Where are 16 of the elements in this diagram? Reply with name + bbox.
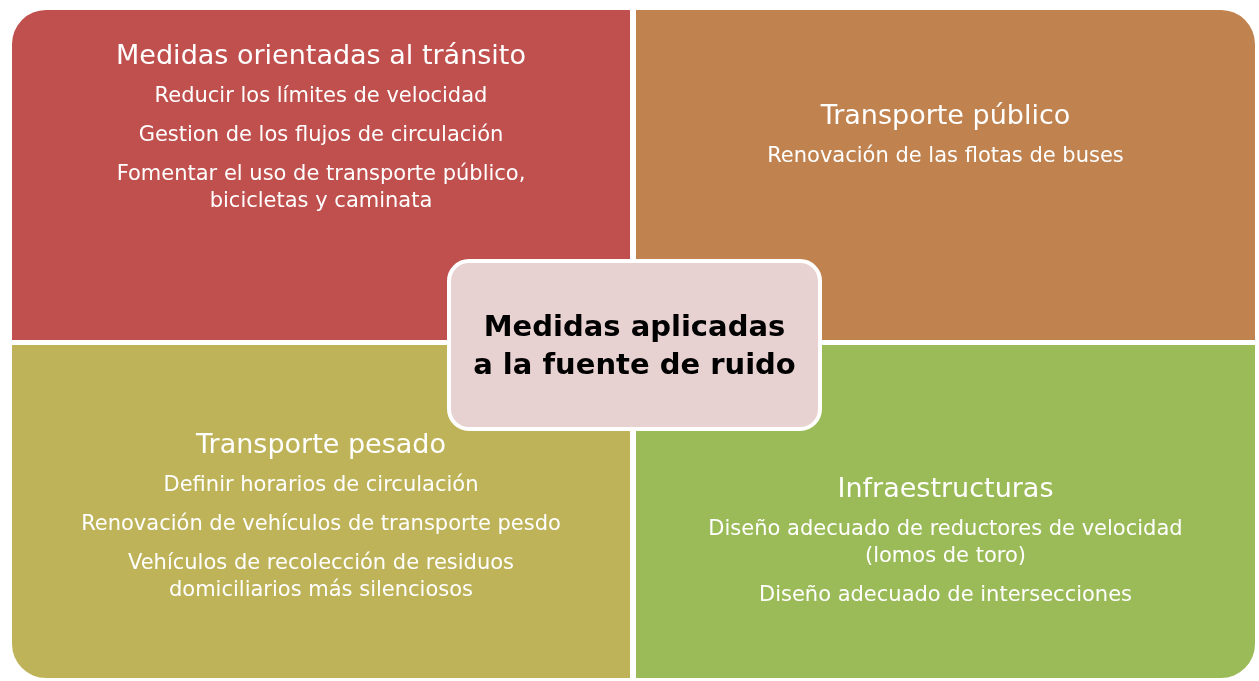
panel-title: Transporte pesado [196, 427, 446, 461]
measure-item: Definir horarios de circulación [163, 471, 479, 498]
quadrant-panel [12, 10, 630, 340]
panel-title: Infraestructuras [837, 471, 1054, 505]
panel-title: Transporte público [820, 98, 1071, 132]
measure-item: Fomentar el uso de transporte público, bicicletas y caminata [115, 160, 527, 214]
measure-item: Diseño adecuado de intersecciones [758, 581, 1133, 608]
panel-title: Medidas orientadas al tránsito [116, 38, 526, 72]
measure-item: Reducir los límites de velocidad [154, 82, 488, 109]
center-title: Medidas aplicadas a la fuente de ruido [472, 308, 797, 383]
measure-item: Renovación de las flotas de buses [767, 142, 1124, 169]
measure-item: Vehículos de recolección de residuos domiciliarios más silenciosos [126, 549, 516, 603]
measure-item: Diseño adecuado de reductores de velocidad (lomos de toro) [707, 515, 1184, 569]
measure-item: Renovación de vehículos de transporte pesdo [81, 510, 561, 537]
measure-item: Gestion de los flujos de circulación [138, 121, 504, 148]
center-box [447, 259, 822, 431]
